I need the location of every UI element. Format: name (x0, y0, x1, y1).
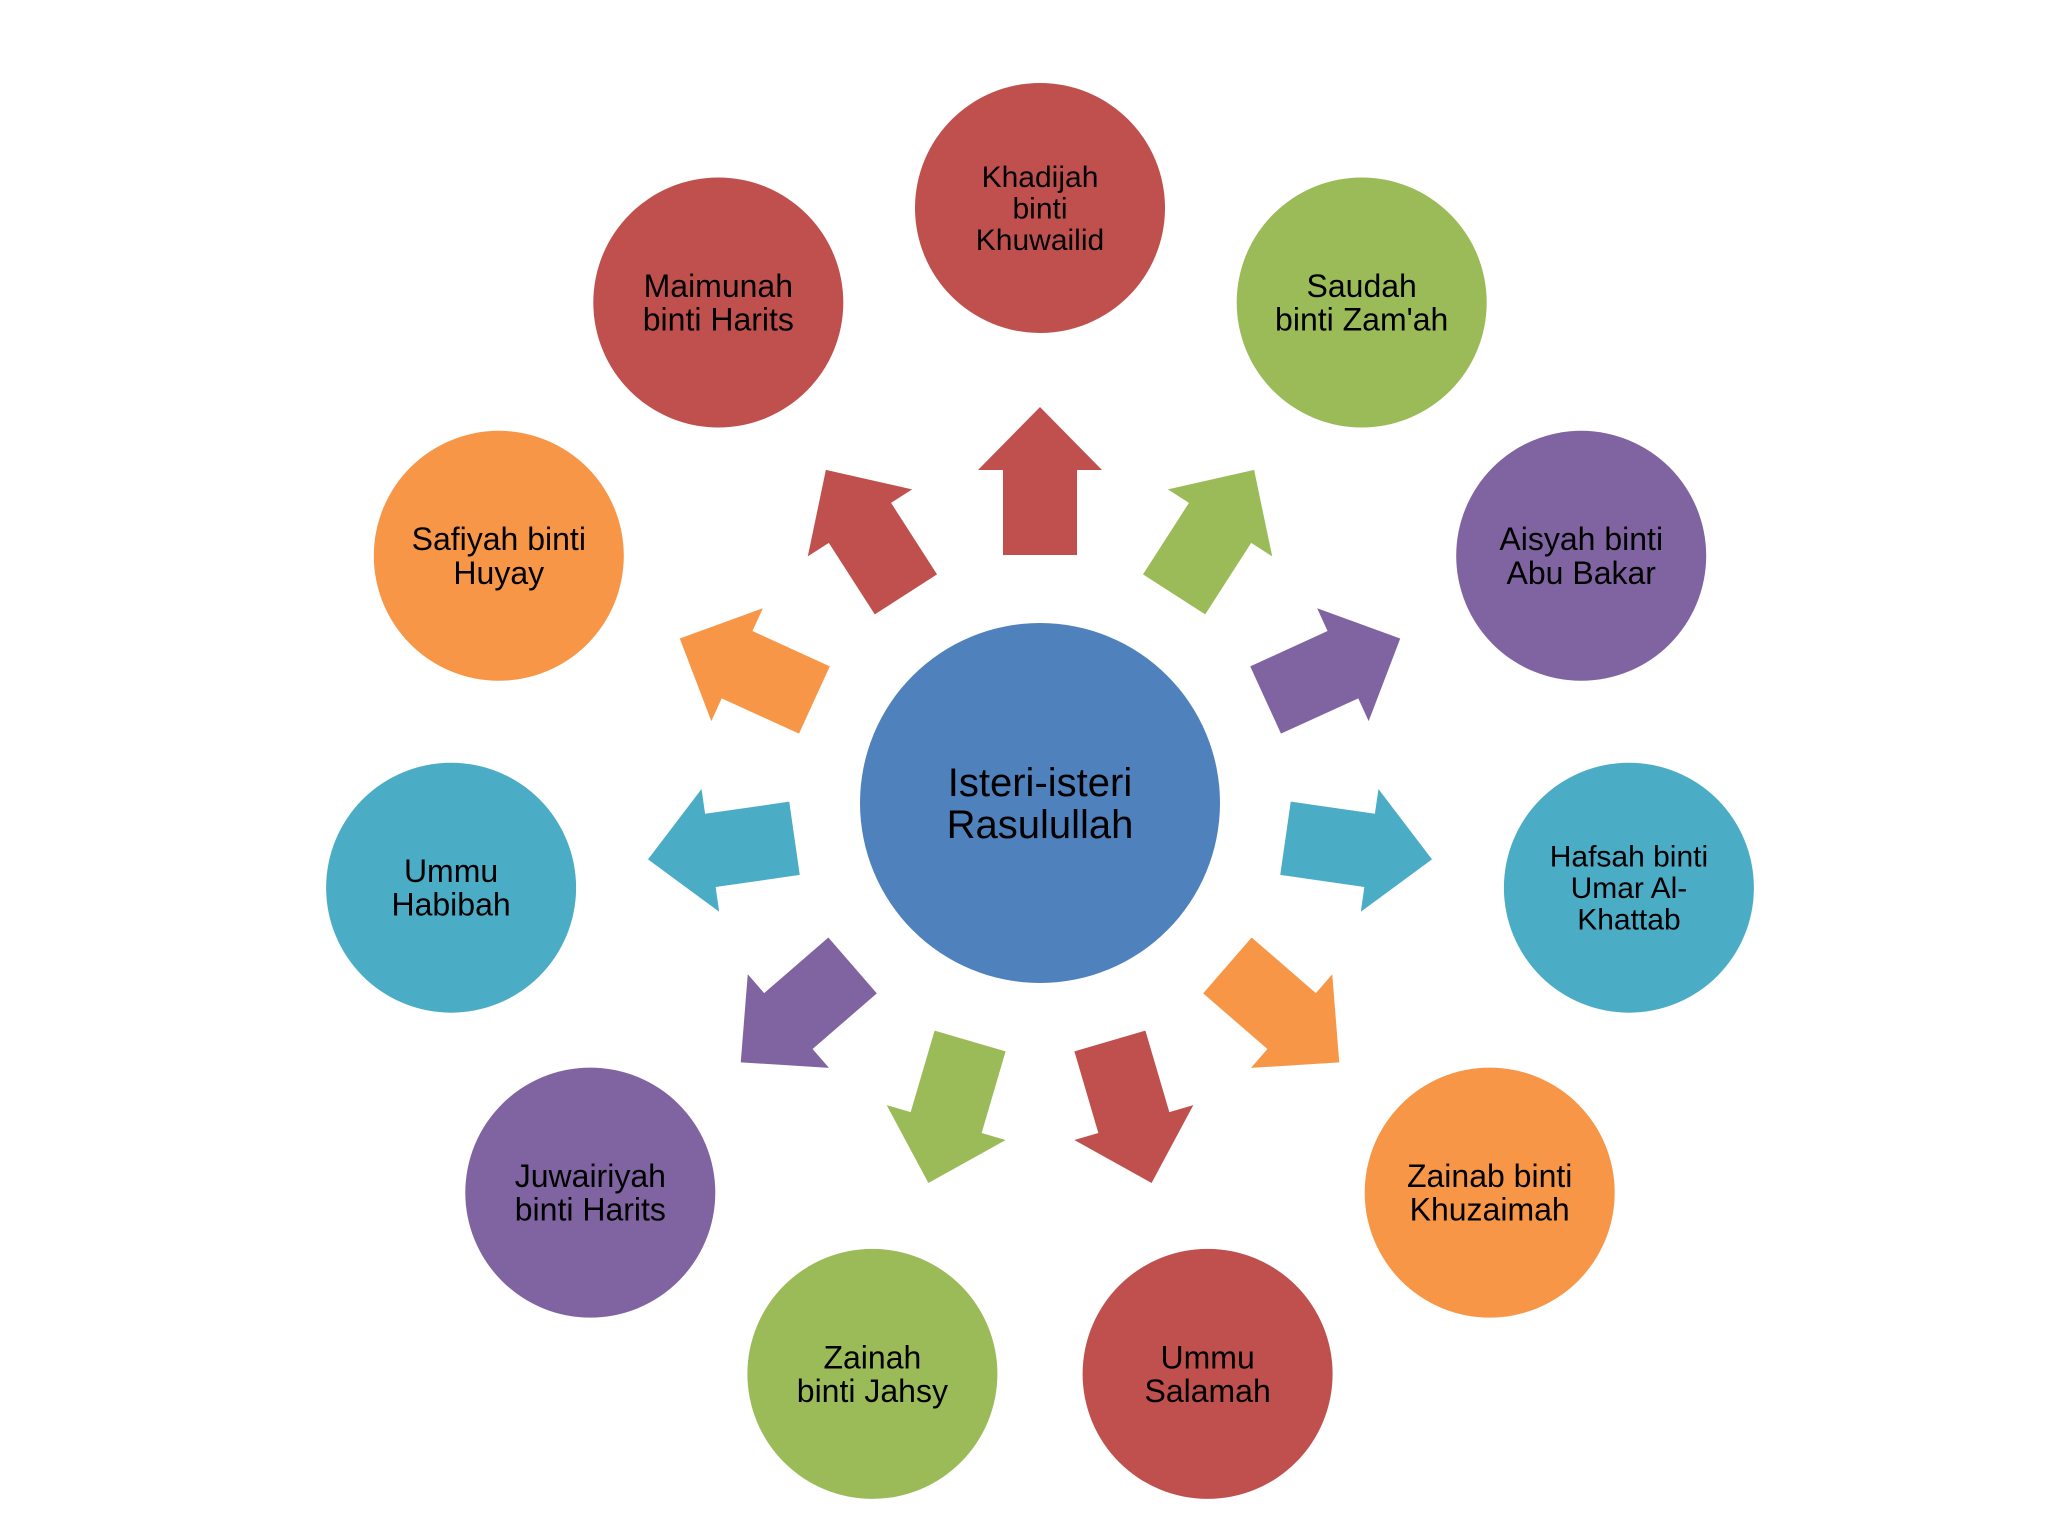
node-circle-ummu-salamah (1082, 1248, 1333, 1499)
center-label-line-2: Rasulullah (947, 803, 1134, 847)
node-circle-aisyah (1456, 430, 1707, 681)
node-circle-khadijah (915, 83, 1165, 333)
node-label-zainah-jahsy-line-1: Zainah (823, 1339, 921, 1375)
arrow-to-zainah-jahsy (886, 1030, 1006, 1184)
node-label-safiyah-line-1: Safiyah binti (412, 521, 586, 557)
arrow-to-safiyah (679, 608, 830, 734)
node-label-zainah-jahsy-line-2: binti Jahsy (797, 1373, 948, 1409)
node-label-maimunah-line-1: Maimunah (644, 268, 793, 304)
arrow-to-juwairiyah (740, 937, 877, 1068)
arrow-to-ummu-habibah (648, 789, 800, 912)
node-label-khadijah-line-1: Khadijah (982, 161, 1099, 194)
node-label-juwairiyah-line-2: binti Harits (515, 1192, 666, 1228)
node-label-zainab-khuzaimah-line-1: Zainab binti (1407, 1158, 1572, 1194)
arrow-to-khadijah (978, 407, 1102, 555)
node-label-khadijah-line-3: Khuwailid (976, 224, 1104, 257)
node-circle-zainab-khuzaimah (1364, 1067, 1615, 1318)
arrow-to-zainab-khuzaimah (1203, 937, 1340, 1068)
node-label-aisyah-line-2: Abu Bakar (1507, 555, 1657, 591)
node-label-khadijah-line-2: binti (1012, 193, 1067, 226)
node-label-juwairiyah-line-1: Juwairiyah (515, 1158, 666, 1194)
node-label-ummu-habibah-line-1: Ummu (404, 853, 498, 889)
node-label-ummu-salamah-line-1: Ummu (1161, 1339, 1255, 1375)
arrow-to-maimunah (807, 469, 938, 615)
center-label-line-1: Isteri-isteri (948, 761, 1132, 805)
arrow-to-hafsah (1280, 789, 1432, 912)
node-circle-ummu-habibah (326, 762, 577, 1013)
node-label-hafsah-line-2: Umar Al- (1571, 872, 1688, 905)
node-circle-safiyah (373, 430, 624, 681)
node-circle-zainah-jahsy (747, 1248, 998, 1499)
node-circle-saudah (1236, 177, 1487, 428)
arrows-layer (648, 407, 1432, 1184)
arrow-to-aisyah (1250, 608, 1401, 734)
arrow-to-saudah (1142, 469, 1273, 615)
node-label-hafsah-line-1: Hafsah binti (1550, 841, 1708, 874)
node-label-saudah-line-2: binti Zam'ah (1275, 301, 1448, 337)
center-circle (860, 623, 1220, 983)
node-label-hafsah-line-3: Khattab (1577, 904, 1680, 937)
node-label-zainab-khuzaimah-line-2: Khuzaimah (1410, 1192, 1570, 1228)
node-circle-hafsah (1503, 762, 1754, 1013)
node-label-safiyah-line-2: Huyay (453, 555, 544, 591)
node-label-saudah-line-1: Saudah (1307, 268, 1417, 304)
node-label-ummu-salamah-line-2: Salamah (1144, 1373, 1270, 1409)
node-label-maimunah-line-2: binti Harits (643, 301, 794, 337)
node-label-aisyah-line-1: Aisyah binti (1499, 521, 1663, 557)
node-circle-juwairiyah (465, 1067, 716, 1318)
arrow-to-ummu-salamah (1074, 1030, 1194, 1184)
node-circle-maimunah (593, 177, 844, 428)
node-label-ummu-habibah-line-2: Habibah (391, 887, 510, 923)
